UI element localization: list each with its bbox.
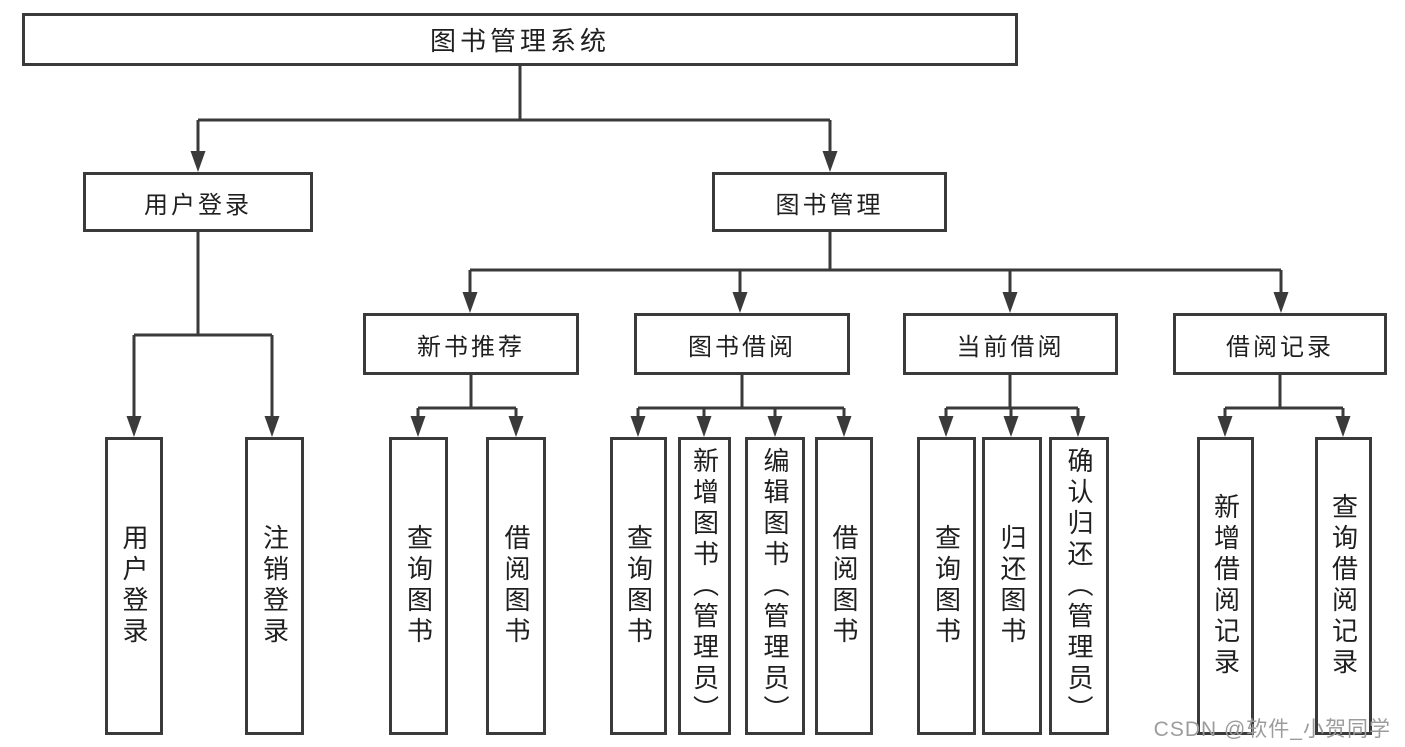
arrowhead — [1070, 416, 1086, 437]
arrowhead — [1003, 416, 1019, 437]
node-label: 图书管理系统 — [429, 26, 610, 56]
arrowhead — [630, 416, 646, 437]
node-label: 注销登录 — [259, 524, 290, 648]
connector-root-to-level2 — [190, 66, 838, 172]
node-label: 确认归还（管理员） — [1064, 446, 1094, 726]
arrowhead — [1335, 416, 1351, 437]
arrowhead — [410, 416, 426, 437]
node-book-borrowing: 图书借阅 — [634, 313, 850, 375]
node-label: 查询图书 — [623, 524, 654, 648]
connector-new-book-recommendation-to-leaves — [410, 375, 524, 437]
leaf-borrow-books-recommend: 借阅图书 — [486, 437, 546, 735]
leaf-add-borrow-record: 新增借阅记录 — [1197, 437, 1254, 735]
node-label: 新书推荐 — [417, 333, 525, 361]
connector-borrowing-records-to-leaves — [1217, 375, 1351, 437]
arrowhead — [462, 292, 478, 313]
leaf-user-login: 用户登录 — [105, 437, 163, 735]
arrowhead — [1217, 416, 1233, 437]
node-label: 新增借阅记录 — [1210, 493, 1241, 679]
arrowhead — [190, 151, 206, 172]
leaf-query-borrow-record: 查询借阅记录 — [1315, 437, 1372, 735]
connector-book-management-to-level3 — [462, 232, 1289, 313]
node-label: 用户登录 — [144, 191, 252, 219]
leaf-return-books: 归还图书 — [982, 437, 1042, 735]
node-user-login-group: 用户登录 — [83, 172, 313, 232]
arrowhead — [767, 416, 783, 437]
arrowhead — [938, 416, 954, 437]
connector-book-borrowing-to-leaves — [630, 375, 852, 437]
node-current-borrowing: 当前借阅 — [903, 313, 1118, 375]
node-label: 借阅图书 — [829, 524, 859, 648]
node-label: 编辑图书（管理员） — [760, 446, 790, 726]
leaf-edit-books-admin: 编辑图书（管理员） — [745, 437, 805, 735]
node-library-management-system: 图书管理系统 — [22, 13, 1018, 66]
arrowhead — [822, 151, 838, 172]
node-label: 当前借阅 — [956, 333, 1065, 361]
arrowhead — [836, 416, 852, 437]
arrowhead — [696, 416, 712, 437]
arrowhead — [1273, 292, 1289, 313]
node-label: 图书借阅 — [688, 333, 796, 361]
leaf-confirm-return-admin: 确认归还（管理员） — [1049, 437, 1109, 735]
node-label: 查询借阅记录 — [1328, 493, 1359, 679]
node-label: 新增图书（管理员） — [689, 446, 720, 726]
leaf-query-books-recommend: 查询图书 — [389, 437, 448, 735]
csdn-watermark: CSDN @软件_小贺同学 — [1153, 718, 1391, 741]
arrowhead — [126, 416, 142, 437]
arrowhead — [732, 292, 748, 313]
connector-current-borrowing-to-leaves — [938, 375, 1086, 437]
leaf-query-books-current: 查询图书 — [917, 437, 976, 735]
arrowhead — [264, 416, 280, 437]
node-label: 查询图书 — [403, 524, 434, 648]
leaf-borrow-books: 借阅图书 — [815, 437, 873, 735]
arrowhead — [508, 416, 524, 437]
node-label: 归还图书 — [997, 524, 1027, 648]
node-label: 用户登录 — [119, 524, 149, 648]
leaf-query-books-borrow: 查询图书 — [610, 437, 667, 735]
leaf-logout: 注销登录 — [245, 437, 304, 735]
node-label: 查询图书 — [931, 524, 962, 648]
arrowhead — [1002, 292, 1018, 313]
leaf-add-books-admin: 新增图书（管理员） — [678, 437, 731, 735]
node-label: 借阅记录 — [1226, 333, 1334, 361]
node-label: 图书管理 — [775, 191, 884, 219]
node-label: 借阅图书 — [501, 524, 531, 648]
connector-user-login-to-leaves — [126, 232, 280, 437]
node-book-management: 图书管理 — [712, 172, 947, 232]
node-borrowing-records: 借阅记录 — [1173, 313, 1387, 375]
node-new-book-recommendation: 新书推荐 — [363, 313, 579, 375]
